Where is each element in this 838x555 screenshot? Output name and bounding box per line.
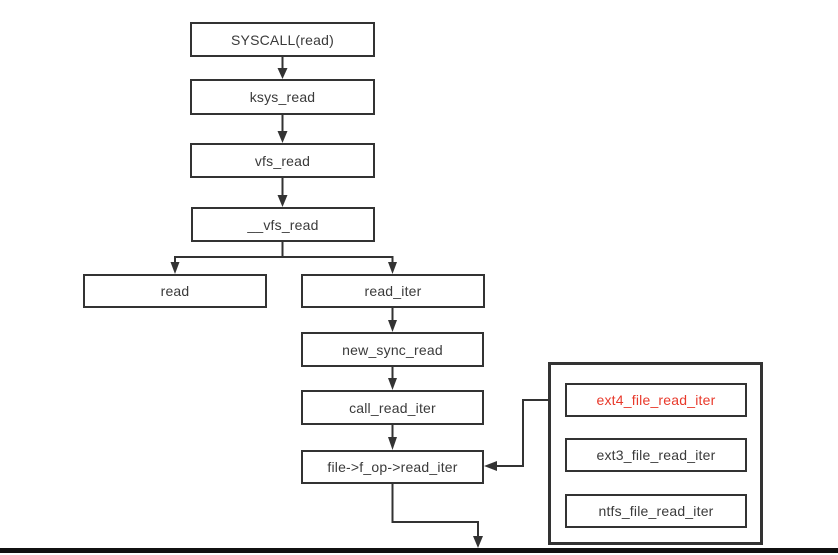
node-ksys-read-label: ksys_read — [249, 89, 316, 105]
node-ntfs-file-read-iter-label: ntfs_file_read_iter — [598, 503, 714, 519]
node-vfs-read-label: vfs_read — [254, 152, 311, 169]
node-read-iter-label: read_iter — [364, 283, 422, 299]
node-underscore-vfs-read-label: __vfs_read — [247, 216, 319, 233]
node-call-read-iter: call_read_iter — [301, 390, 484, 425]
node-file-fop-read-iter-label: file->f_op->read_iter — [327, 459, 458, 475]
node-syscall-read: SYSCALL(read) — [190, 22, 375, 57]
edge-fop-down — [391, 484, 479, 537]
node-syscall-read-label: SYSCALL(read) — [231, 31, 334, 48]
node-call-read-iter-label: call_read_iter — [349, 399, 436, 416]
node-vfs-read: vfs_read — [190, 143, 375, 178]
node-ext3-file-read-iter: ext3_file_read_iter — [565, 438, 747, 472]
arrowhead — [388, 437, 397, 450]
bottom-divider-bar — [0, 548, 838, 553]
arrowhead — [277, 68, 288, 79]
arrowhead — [170, 262, 180, 274]
node-read: read — [83, 274, 267, 308]
node-file-fop-read-iter: file->f_op->read_iter — [301, 450, 484, 484]
node-read-iter: read_iter — [301, 274, 485, 308]
arrowhead — [277, 131, 288, 143]
node-new-sync-read: new_sync_read — [301, 332, 484, 367]
node-underscore-vfs-read: __vfs_read — [191, 207, 375, 242]
edge-ext4-fop — [497, 399, 565, 467]
node-ext3-file-read-iter-label: ext3_file_read_iter — [596, 447, 716, 463]
arrowhead — [277, 195, 288, 207]
node-read-label: read — [160, 283, 190, 299]
arrowhead — [388, 262, 397, 274]
node-ntfs-file-read-iter: ntfs_file_read_iter — [565, 494, 747, 528]
arrowhead — [484, 461, 497, 471]
node-ext4-file-read-iter-label: ext4_file_read_iter — [596, 392, 716, 408]
arrowhead — [388, 320, 397, 332]
arrowhead — [473, 536, 483, 548]
node-ksys-read: ksys_read — [190, 79, 375, 115]
node-new-sync-read-label: new_sync_read — [342, 341, 443, 358]
node-ext4-file-read-iter: ext4_file_read_iter — [565, 383, 747, 417]
arrowhead — [388, 378, 397, 390]
